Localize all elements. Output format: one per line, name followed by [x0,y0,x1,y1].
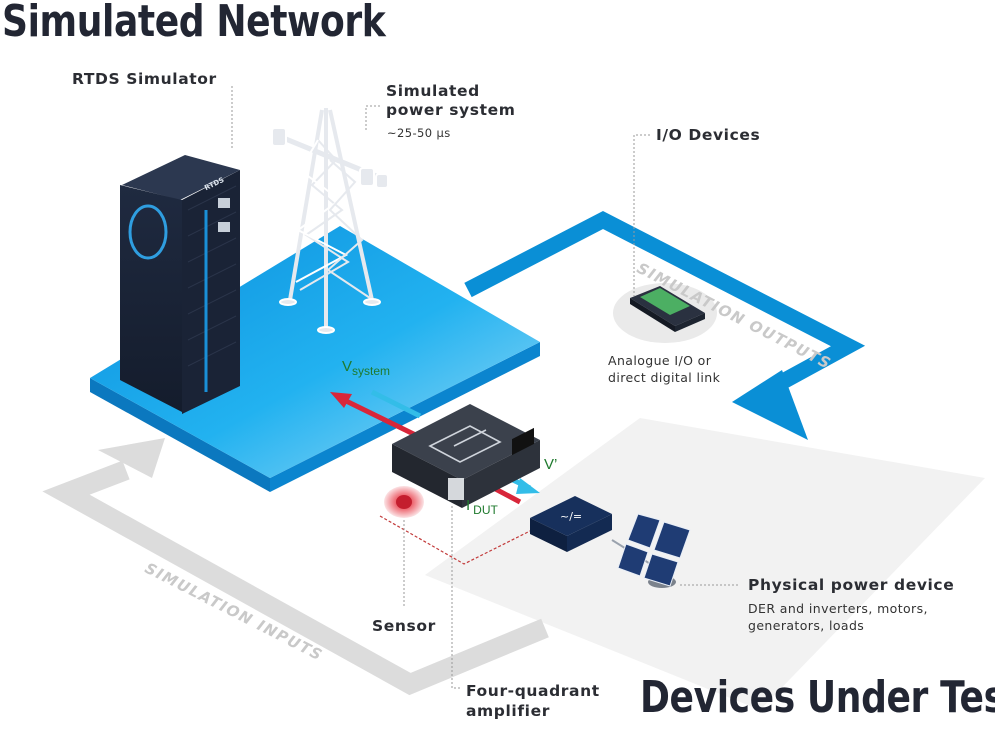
simulation-outputs-arrowhead [732,370,808,440]
label-sensor: Sensor [372,617,436,635]
title-simulated-network: Simulated Network [2,0,386,47]
label-analogue-line1: Analogue I/O or [608,353,712,368]
title-devices-under-test: Devices Under Test [640,672,995,723]
solar-panel [611,513,691,588]
signal-v-prime: V’ [544,456,558,473]
inverter-box: ~/= [530,496,612,552]
dut-floor [425,418,985,710]
label-analogue-line2: direct digital link [608,370,721,385]
label-physical-desc-line2: generators, loads [748,618,865,633]
label-physical-desc: DER and inverters, motors, generators, l… [748,600,928,634]
simulation-platform [90,226,540,478]
amplifier-box [392,404,540,508]
label-four-quadrant-amplifier: Four-quadrant amplifier [466,681,600,721]
io-terminal-block [630,286,705,332]
label-timestep: ~25-50 µs [387,126,451,140]
label-simulated-line2: power system [386,101,516,119]
rtds-rack [120,155,240,414]
simulation-platform-side-right [270,342,540,492]
signal-v-system-main: V [342,358,353,375]
simulation-inputs-arrowhead [98,438,165,478]
signal-v-system-sub: system [352,364,391,378]
signal-i-dut-main: I [466,497,471,514]
simulation-outputs-path [464,210,866,402]
dashed-leader-lines [231,86,740,689]
label-amplifier-line1: Four-quadrant [466,682,600,700]
transmission-tower [271,108,389,334]
label-physical-power-device: Physical power device [748,576,955,594]
label-physical-desc-line1: DER and inverters, motors, [748,601,928,616]
label-simulated-power-system: Simulated power system [386,82,515,120]
signal-v-system: Vsystem [342,358,390,378]
label-simulated-line1: Simulated [386,82,480,100]
sensor-graphic [384,486,424,518]
label-analogue-io: Analogue I/O or direct digital link [608,352,720,386]
simulation-inputs-path [42,460,549,696]
label-rtds-simulator: RTDS Simulator [72,70,217,88]
label-amplifier-line2: amplifier [466,702,550,720]
simulation-platform-side [90,378,270,492]
label-io-devices: I/O Devices [656,126,761,144]
signal-i-dut-sub: DUT [473,503,498,517]
svg-text:~/=: ~/= [560,510,582,523]
